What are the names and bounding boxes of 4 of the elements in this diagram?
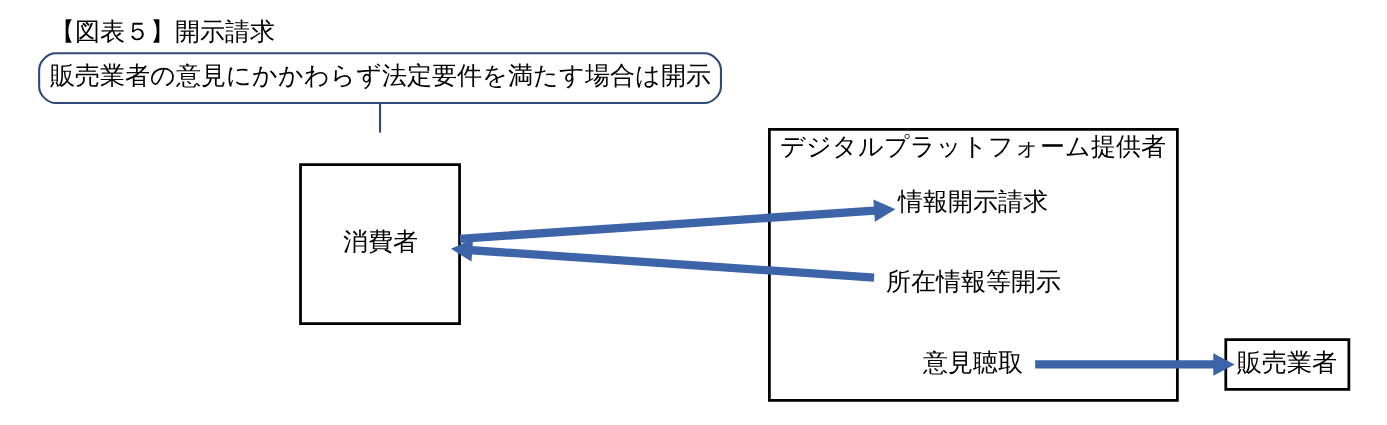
node-text: 情報開示請求 [897,186,1048,216]
diagram-title: 【図表５】開示請求 [49,16,275,46]
node-text: 所在情報等開示 [885,266,1061,296]
node-text: 意見聴取 [922,347,1023,377]
